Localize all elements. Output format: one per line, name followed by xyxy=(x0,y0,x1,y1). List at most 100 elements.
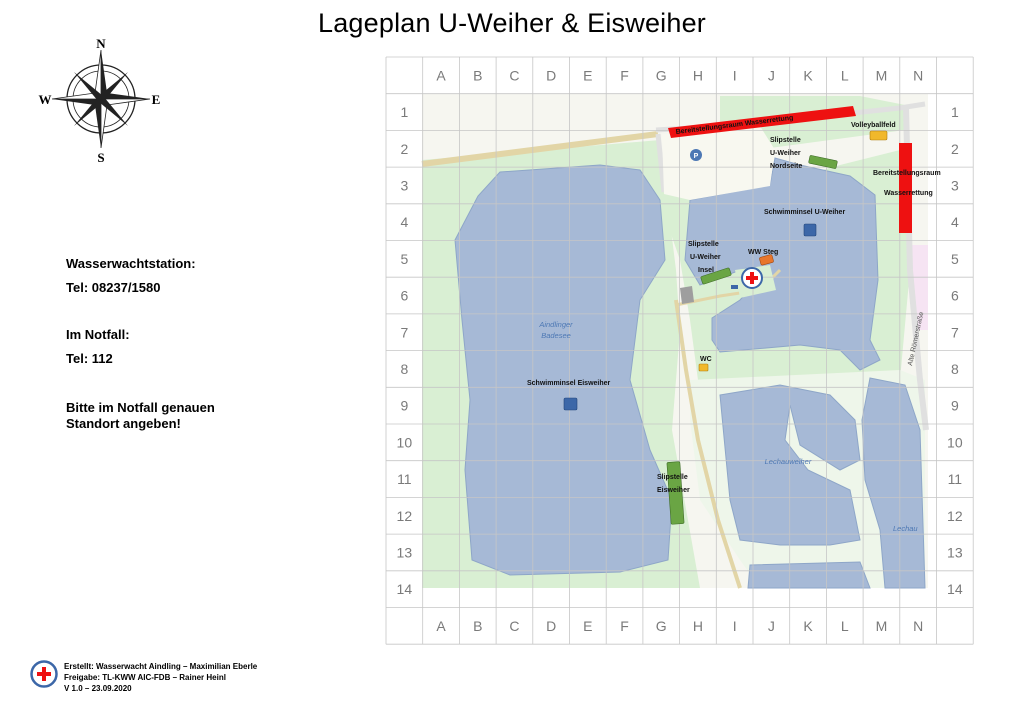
slip-eis-marker xyxy=(666,461,685,525)
path-parking-west xyxy=(655,133,667,193)
grid-column-label-bottom: C xyxy=(509,618,519,634)
grid-row-label-left: 4 xyxy=(400,214,408,230)
slip-north-label-3: Nordseite xyxy=(770,163,802,170)
grid-row-label-left: 5 xyxy=(400,251,408,267)
grid-row-label-left: 10 xyxy=(397,434,413,450)
grid-column-label-top: G xyxy=(656,67,667,83)
grid-row-label-right: 12 xyxy=(947,508,963,524)
compass-north: N xyxy=(96,36,106,51)
grid-row-label-right: 9 xyxy=(951,398,959,414)
grid-column-label-bottom: M xyxy=(876,618,888,634)
grid-row-label-right: 11 xyxy=(948,471,963,487)
notice-line-1: Bitte im Notfall genauen xyxy=(66,400,215,415)
slip-island-label-1: Slipstelle xyxy=(688,241,719,248)
grid-column-label-bottom: E xyxy=(583,618,592,634)
wc-marker xyxy=(698,363,709,372)
slip-north-label-1: Slipstelle xyxy=(770,137,801,144)
parking-area xyxy=(662,126,775,200)
grid-row-label-left: 14 xyxy=(397,581,413,597)
grid-row-label-left: 13 xyxy=(397,544,413,560)
grid-column-label-top: F xyxy=(620,67,629,83)
station-label: Wasserwachtstation: xyxy=(66,256,196,271)
grid-row-label-right: 5 xyxy=(951,251,959,267)
emergency-label: Im Notfall: xyxy=(66,327,130,342)
ww-steg-marker xyxy=(759,254,774,266)
grid-column-label-top: M xyxy=(876,67,888,83)
grid-column-label-bottom: A xyxy=(436,618,446,634)
grid-row-label-left: 3 xyxy=(400,177,408,193)
notice-line-2: Standort angeben! xyxy=(66,416,181,431)
compass-south: S xyxy=(97,150,104,164)
lake-lechau-south xyxy=(747,561,871,589)
lake-west-label-2: Badesee xyxy=(541,331,571,340)
footer-line-1: Erstellt: Wasserwacht Aindling – Maximil… xyxy=(64,662,258,671)
compass-west: W xyxy=(39,92,52,107)
grid-row-label-left: 2 xyxy=(400,141,408,157)
swim-island-eis-label: Schwimminsel Eisweiher xyxy=(527,380,611,387)
parking-icon xyxy=(690,149,702,161)
staging-right-label-1: Bereitstellungsraum xyxy=(873,170,941,177)
grid-row-label-right: 10 xyxy=(947,434,963,450)
grid-column-label-top: I xyxy=(733,67,737,83)
grid-column-label-bottom: G xyxy=(656,618,667,634)
slip-north-marker xyxy=(808,155,838,169)
volleyball-marker xyxy=(869,130,888,141)
page-title: Lageplan U-Weiher & Eisweiher xyxy=(318,8,706,38)
compass-east: E xyxy=(152,92,161,107)
grid-column-label-bottom: B xyxy=(473,618,482,634)
grid-row-label-right: 4 xyxy=(951,214,959,230)
boat-icon xyxy=(731,285,738,289)
grid-column-label-bottom: N xyxy=(913,618,923,634)
grid-column-label-top: B xyxy=(473,67,482,83)
footer-logo-icon xyxy=(30,660,58,688)
lake-west-label-1: Aindlinger xyxy=(538,320,573,329)
path-central xyxy=(674,299,742,589)
wasserwacht-logo-icon xyxy=(741,267,763,289)
grid-row-label-left: 12 xyxy=(397,508,413,524)
staging-zone-top xyxy=(668,106,856,138)
grid-column-label-top: C xyxy=(509,67,519,83)
footer-line-3: V 1.0 – 23.09.2020 xyxy=(64,684,132,693)
compass-rose-icon: N S W E xyxy=(39,36,161,164)
grid-row-label-right: 7 xyxy=(951,324,959,340)
emergency-phone: Tel: 112 xyxy=(66,351,113,366)
grid-row-label-right: 14 xyxy=(947,581,963,597)
grid-row-label-left: 6 xyxy=(400,288,408,304)
slip-north-label-2: U-Weiher xyxy=(770,150,801,157)
grid-column-label-bottom: F xyxy=(620,618,629,634)
slip-island-label-3: Insel xyxy=(698,267,714,274)
footer-line-2: Freigabe: TL-KWW AIC-FDB – Rainer Heinl xyxy=(64,673,226,682)
slip-island-label-2: U-Weiher xyxy=(690,254,721,261)
swim-island-eis-marker xyxy=(563,397,578,411)
staging-right-label-2: Wasserrettung xyxy=(884,190,933,197)
swim-island-u-label: Schwimminsel U-Weiher xyxy=(764,209,845,216)
station-building xyxy=(680,286,694,304)
station-phone: Tel: 08237/1580 xyxy=(66,280,161,295)
grid-column-label-bottom: H xyxy=(693,618,703,634)
grid-column-label-top: E xyxy=(583,67,592,83)
grid-row-label-right: 2 xyxy=(951,141,959,157)
grid-row-label-left: 7 xyxy=(400,324,408,340)
lake-west xyxy=(454,164,673,576)
grid-row-label-right: 1 xyxy=(951,104,959,120)
volleyball-label: Volleyballfeld xyxy=(851,122,896,129)
grid-row-label-right: 6 xyxy=(951,288,959,304)
lake-south-label: Lechauweiher xyxy=(765,457,812,466)
grid-column-label-bottom: K xyxy=(803,618,813,634)
grid-column-label-top: H xyxy=(693,67,703,83)
grid-column-label-bottom: J xyxy=(768,618,775,634)
staging-zone-right xyxy=(899,143,912,233)
parking-label: P xyxy=(694,153,699,160)
grid-row-label-right: 13 xyxy=(947,544,963,560)
ww-steg-label: WW Steg xyxy=(748,249,778,256)
grid-column-label-top: A xyxy=(436,67,446,83)
swim-island-u-marker xyxy=(803,223,817,237)
slip-island-marker xyxy=(700,267,732,285)
grid-row-label-left: 1 xyxy=(400,104,408,120)
slip-eis-label-1: Slipstelle xyxy=(657,474,688,481)
grid-column-label-top: L xyxy=(841,67,849,83)
grid-row-label-right: 3 xyxy=(951,177,959,193)
grid-row-label-left: 8 xyxy=(400,361,408,377)
grid-column-label-top: K xyxy=(803,67,813,83)
